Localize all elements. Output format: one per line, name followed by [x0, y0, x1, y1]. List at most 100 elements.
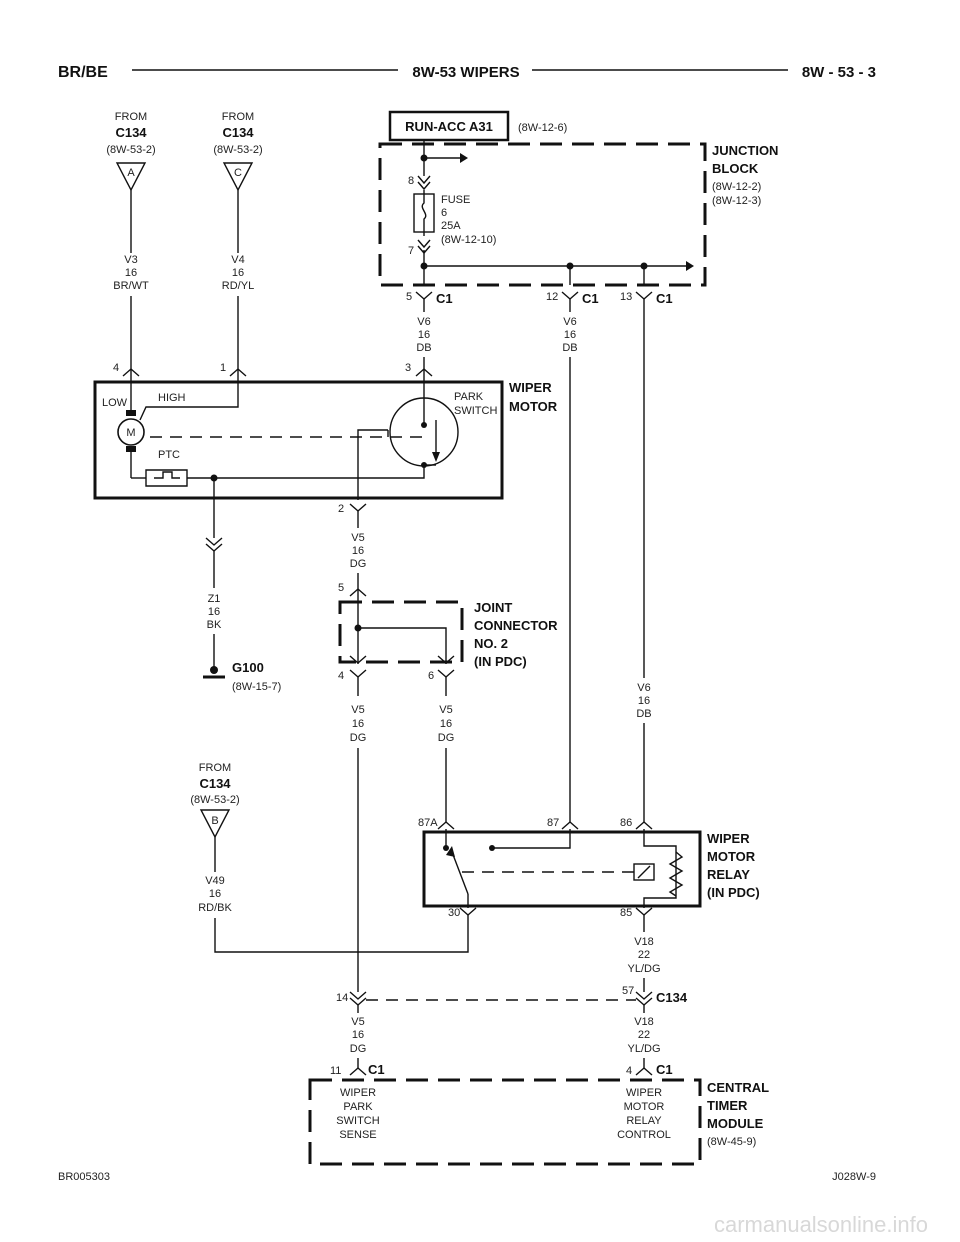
wire-relay-coil	[643, 829, 677, 908]
from-b-wire-color: RD/BK	[198, 902, 232, 914]
motor-pin-2-connector	[349, 503, 367, 512]
relay-name-4: (IN PDC)	[707, 885, 760, 900]
v6-b-color: DB	[562, 342, 577, 354]
wire-ptc-to-park	[187, 465, 425, 479]
v5-a-color: DG	[350, 558, 367, 570]
v6-a-color: DB	[416, 342, 431, 354]
relay-name-3: RELAY	[707, 867, 750, 882]
ctm-name-3: MODULE	[707, 1116, 764, 1131]
v18-b-color: YL/DG	[627, 1043, 660, 1055]
from-b-flag	[199, 809, 231, 839]
joint-pin-4-connector	[349, 669, 367, 678]
v5-d-gauge: 16	[352, 1029, 364, 1041]
relay-pin-30-connector	[459, 907, 477, 916]
motor-low-label: LOW	[102, 397, 128, 409]
wiper-motor-outline	[93, 380, 504, 500]
ctm-outline	[308, 1078, 702, 1166]
arrow-right-icon	[460, 153, 468, 163]
from-b-pin: B	[211, 815, 218, 827]
ctm-name-2: TIMER	[707, 1098, 748, 1113]
relay-pin-86-connector	[635, 821, 653, 830]
ctm-right-2: MOTOR	[624, 1101, 665, 1113]
park-label-2: SWITCH	[454, 405, 497, 417]
ctm-left-1: WIPER	[340, 1087, 376, 1099]
from-b-wire-id: V49	[205, 875, 225, 887]
ctm-left-2: PARK	[343, 1101, 373, 1113]
ctm-pin-11-connector	[349, 1067, 367, 1076]
jb-output-5-conn: C1	[436, 291, 453, 306]
v5-b-color: DG	[350, 732, 367, 744]
v6-a-gauge: 16	[418, 329, 430, 341]
motor-pin-2: 2	[338, 503, 344, 515]
run-acc-box	[388, 110, 510, 142]
from-a-ref: (8W-53-2)	[106, 144, 155, 156]
z1-id: Z1	[208, 593, 221, 605]
fuse-pin-8: 8	[408, 175, 414, 187]
wire-motor-high	[139, 376, 239, 421]
motor-pin-3-connector	[415, 368, 433, 377]
ground-name: G100	[232, 660, 264, 675]
c134-pin-14: 14	[336, 992, 348, 1004]
ctm-left-4: SENSE	[339, 1129, 376, 1141]
jb-output-12-connector	[561, 291, 579, 300]
c134-pin-57-connector	[635, 991, 653, 1006]
relay-no-contact	[489, 845, 495, 851]
joint-name-2: CONNECTOR	[474, 618, 558, 633]
from-a-wire-gauge: 16	[125, 267, 137, 279]
ctm-right-4: CONTROL	[617, 1129, 671, 1141]
v5-d-color: DG	[350, 1043, 367, 1055]
v6-b-gauge: 16	[564, 329, 576, 341]
c134-conn-name: C134	[656, 990, 688, 1005]
ctm-right-3: RELAY	[626, 1115, 662, 1127]
v18-a-gauge: 22	[638, 949, 650, 961]
jb-output-13-conn: C1	[656, 291, 673, 306]
relay-pin-87a-connector	[437, 821, 455, 830]
c134-pin-14-connector	[349, 991, 367, 1006]
park-contact-top	[421, 422, 427, 428]
joint-output-arrows	[349, 655, 455, 664]
from-c-wire-color: RD/YL	[222, 280, 254, 292]
from-a-from: FROM	[115, 111, 147, 123]
motor-pin-3: 3	[405, 362, 411, 374]
ctm-left-3: SWITCH	[336, 1115, 379, 1127]
jb-output-5-connector	[415, 291, 433, 300]
jb-output-5-pin: 5	[406, 291, 412, 303]
v5-c-gauge: 16	[440, 718, 452, 730]
park-label-1: PARK	[454, 391, 484, 403]
fuse-ref: (8W-12-10)	[441, 234, 496, 246]
ground-ref: (8W-15-7)	[232, 681, 281, 693]
relay-arm-arrow-icon	[446, 846, 455, 857]
wire-joint-branch	[358, 627, 447, 664]
ctm-pin-4: 4	[626, 1065, 632, 1077]
wire-park-out	[357, 429, 388, 500]
c134-pin-57: 57	[622, 985, 634, 997]
v18-a-color: YL/DG	[627, 963, 660, 975]
from-a-flag	[115, 162, 147, 192]
run-acc-ref: (8W-12-6)	[518, 122, 567, 134]
joint-name-4: (IN PDC)	[474, 654, 527, 669]
ctm-name-1: CENTRAL	[707, 1080, 769, 1095]
joint-name-3: NO. 2	[474, 636, 508, 651]
v5-d-id: V5	[351, 1016, 364, 1028]
header-center: 8W-53 WIPERS	[412, 64, 519, 81]
motor-brush-bottom	[126, 446, 136, 452]
v18-b-gauge: 22	[638, 1029, 650, 1041]
arrow-right-icon-2	[686, 261, 694, 271]
from-b-wire-gauge: 16	[209, 888, 221, 900]
v5-c-id: V5	[439, 704, 452, 716]
motor-m-label: M	[126, 427, 135, 439]
v5-b-gauge: 16	[352, 718, 364, 730]
joint-pin-5-connector	[349, 588, 367, 597]
relay-switch-arm	[451, 851, 469, 895]
ground-eyelet-icon	[210, 666, 218, 674]
from-c134-pin-a: FROM C134 (8W-53-2) A V3 16 BR/WT	[106, 111, 155, 292]
relay-pin-87-connector	[561, 821, 579, 830]
relay-pin-85-connector	[635, 907, 653, 916]
from-a-wire-color: BR/WT	[113, 280, 149, 292]
jb-output-12-conn: C1	[582, 291, 599, 306]
wire-relay-87	[492, 829, 571, 849]
v18-b-id: V18	[634, 1016, 654, 1028]
relay-nc-contact	[443, 845, 449, 851]
from-c134-pin-b: FROM C134 (8W-53-2) B V49 16 RD/BK	[190, 762, 239, 914]
v6-c-id: V6	[637, 682, 650, 694]
